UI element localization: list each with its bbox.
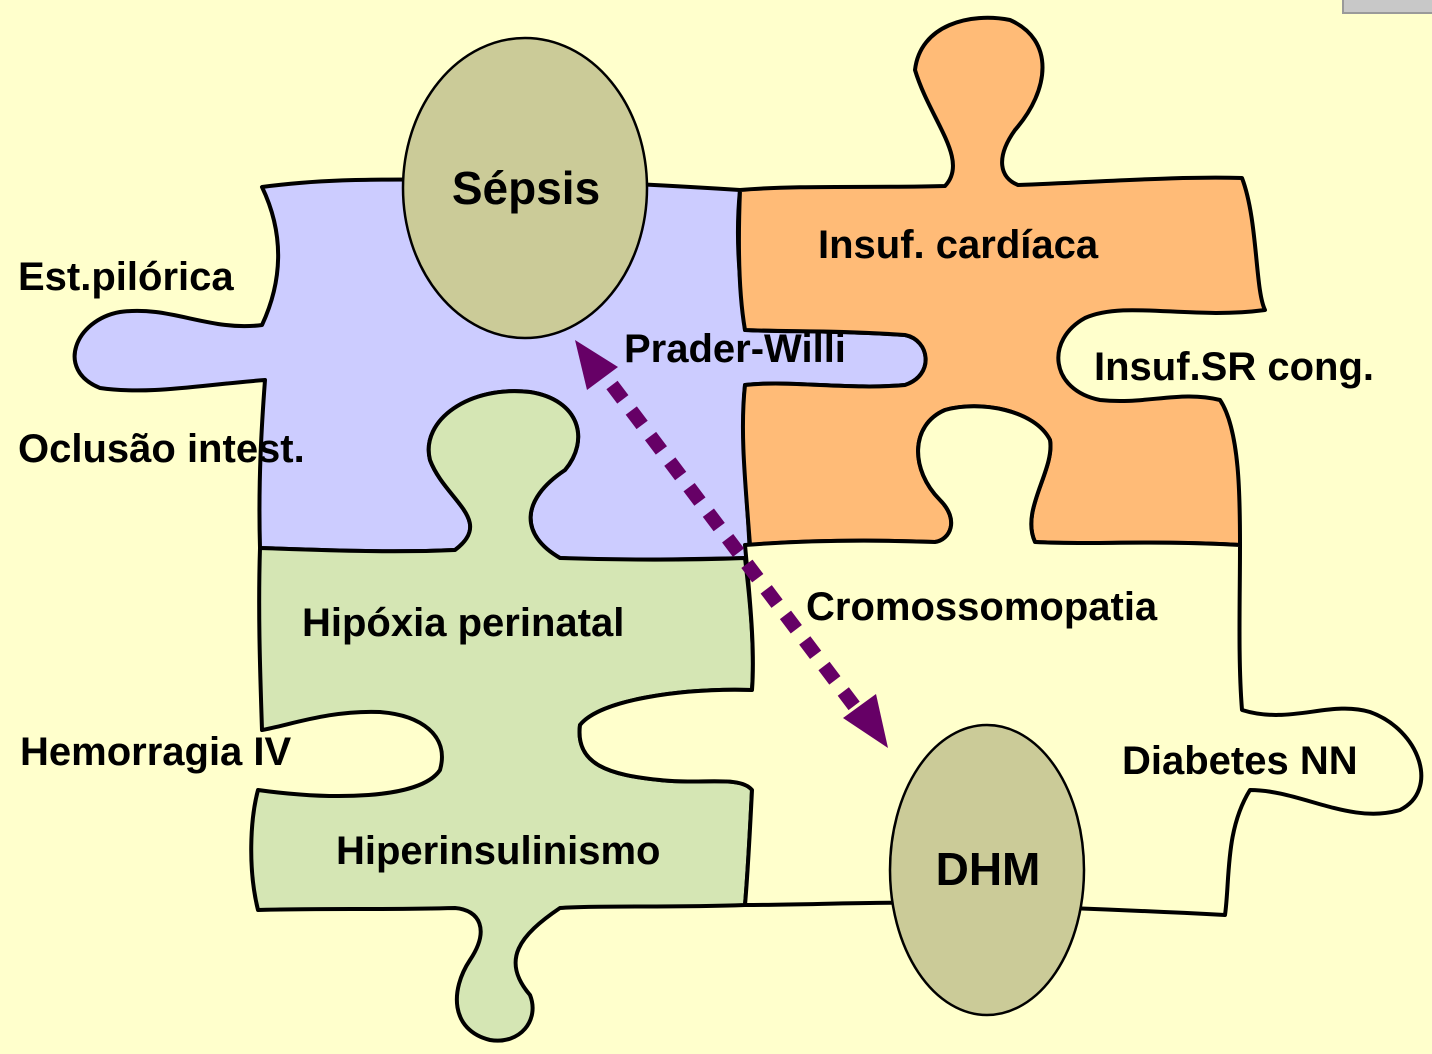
label-hiperinsulinismo: Hiperinsulinismo bbox=[336, 829, 661, 873]
label-oclusao-intest: Oclusão intest. bbox=[18, 427, 305, 471]
label-diabetes-nn: Diabetes NN bbox=[1122, 739, 1358, 783]
node-sepsis: Sépsis bbox=[452, 162, 600, 214]
node-dhm: DHM bbox=[936, 843, 1041, 895]
label-cromossomopatia: Cromossomopatia bbox=[806, 585, 1158, 629]
label-hipoxia-perinatal: Hipóxia perinatal bbox=[302, 601, 624, 645]
label-insuf-cardiaca: Insuf. cardíaca bbox=[818, 223, 1099, 267]
label-insuf-sr-cong: Insuf.SR cong. bbox=[1094, 345, 1374, 389]
label-hemorragia-iv: Hemorragia IV bbox=[20, 730, 292, 774]
label-est-pilorica: Est.pilórica bbox=[18, 255, 234, 299]
label-prader-willi: Prader-Willi bbox=[624, 327, 846, 371]
